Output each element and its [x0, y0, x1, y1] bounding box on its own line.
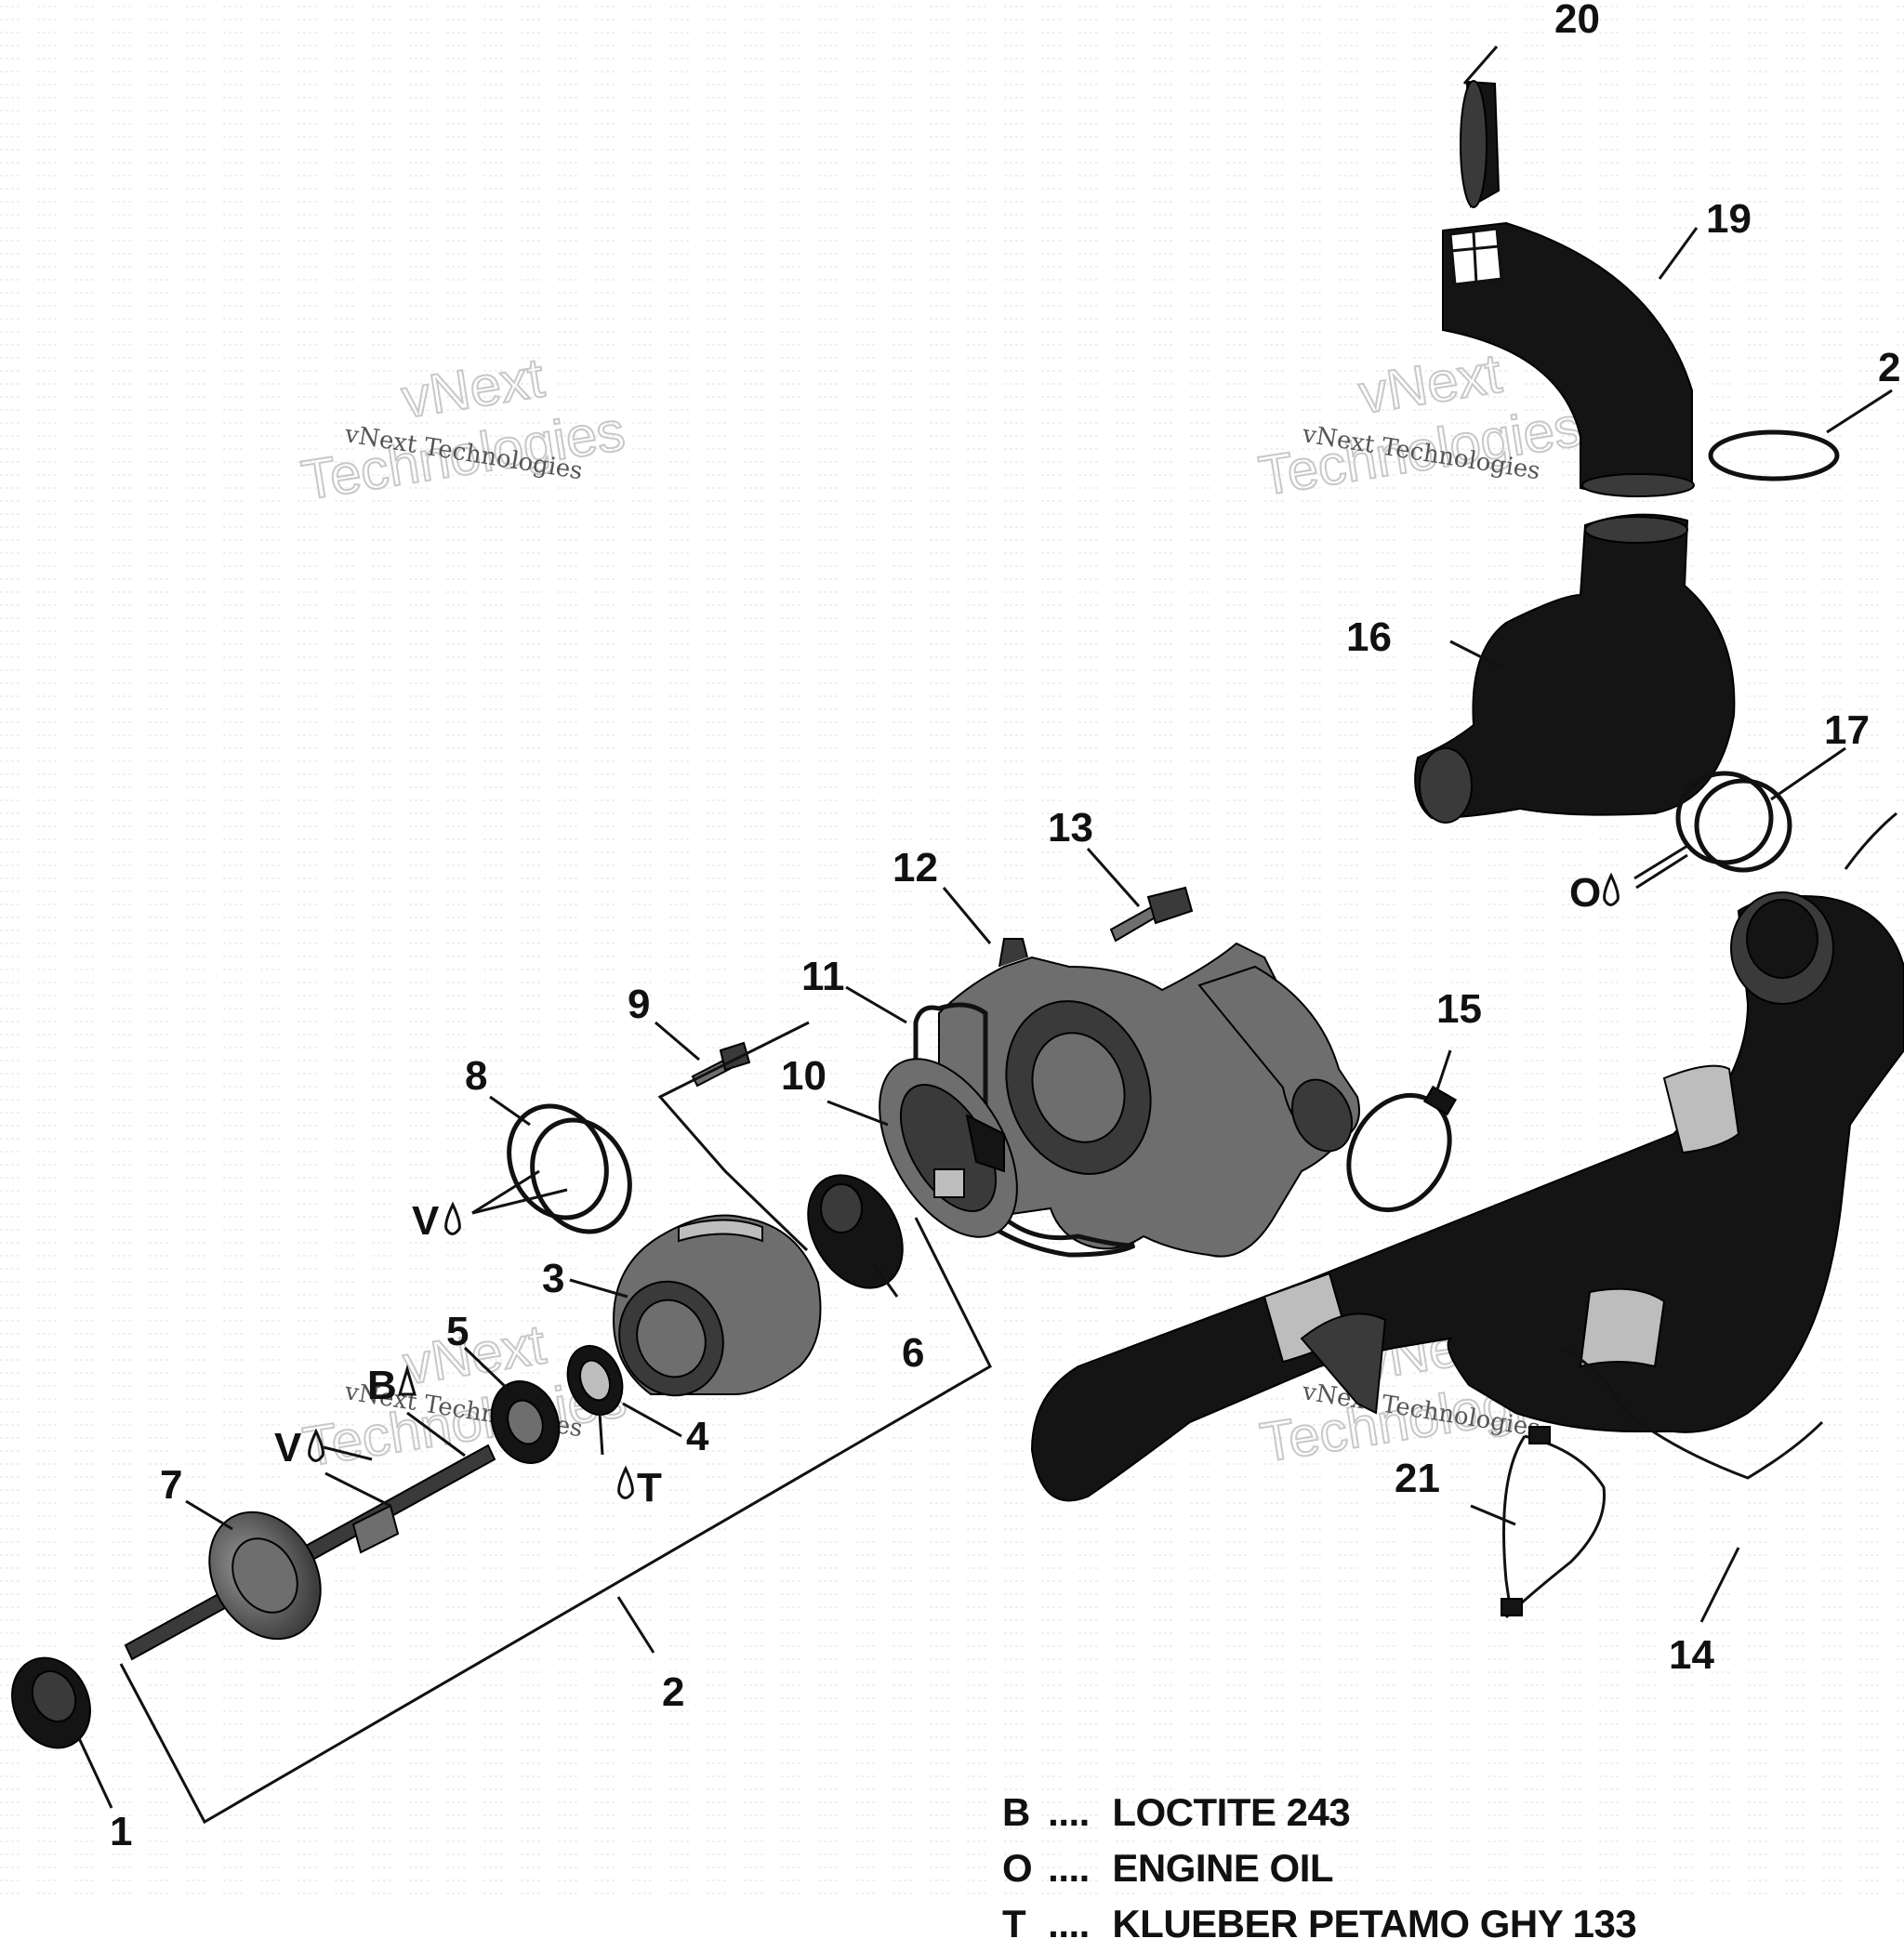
part-6-seal — [807, 1174, 904, 1289]
watermark-2: vNext Technologies — [1254, 341, 1587, 508]
callout-7: 7 — [160, 1462, 182, 1508]
legend-row-klueber: T .... KLUEBER PETAMO GHY 133 — [1002, 1896, 1895, 1952]
part-1-end-seal — [11, 1656, 91, 1749]
part-21-hose-clip — [1501, 1426, 1606, 1619]
part-16-thermostat-housing — [1414, 513, 1736, 824]
legend-code: B — [1002, 1790, 1030, 1834]
callout-17: 17 — [1824, 707, 1870, 753]
note-v-shaft: V — [274, 1425, 324, 1471]
part-15-clamp — [1346, 1085, 1457, 1213]
legend-dots: .... — [1048, 1902, 1090, 1945]
note-t-seal: T — [617, 1465, 662, 1510]
legend-code: T — [1002, 1902, 1026, 1945]
callout-19: 19 — [1706, 196, 1752, 242]
callout-3: 3 — [542, 1256, 564, 1301]
note-v-oring-letter: V — [412, 1198, 440, 1244]
legend-dots: .... — [1048, 1846, 1090, 1890]
callout-21: 21 — [1395, 1456, 1440, 1501]
callout-partial-2: 2 — [1878, 345, 1900, 390]
drop-icon — [617, 1465, 634, 1499]
legend-row-loctite: B .... LOCTITE 243 — [1002, 1785, 1895, 1840]
leader-lines — [77, 46, 1893, 1809]
legend-dots: .... — [1048, 1790, 1090, 1834]
part-spring-clip-partial — [1844, 811, 1897, 870]
part-5-bearing — [490, 1380, 561, 1464]
drop-icon — [444, 1201, 461, 1235]
part-12-pump-housing — [925, 938, 1360, 1258]
part-3-bearing-housing — [612, 1214, 822, 1397]
part-4-seal-ring — [566, 1345, 624, 1416]
note-b-bearing-letter: B — [367, 1363, 397, 1408]
legend-text: ENGINE OIL — [1112, 1846, 1334, 1890]
callout-10: 10 — [781, 1053, 826, 1099]
legend-text: KLUEBER PETAMO GHY 133 — [1112, 1902, 1637, 1945]
callout-20: 20 — [1554, 0, 1600, 42]
callout-16: 16 — [1346, 614, 1392, 660]
callout-labels: 20 19 2 16 17 13 12 11 15 10 9 8 3 6 5 4… — [110, 0, 1900, 1854]
callout-5: 5 — [446, 1309, 469, 1354]
note-t-seal-letter: T — [637, 1465, 662, 1510]
callout-13: 13 — [1048, 805, 1093, 851]
callout-1: 1 — [110, 1809, 132, 1854]
note-o-ring: O — [1569, 870, 1620, 916]
drop-icon — [1603, 872, 1620, 906]
part-17-oring — [1675, 771, 1792, 873]
note-o-ring-letter: O — [1569, 870, 1601, 916]
legend-row-engine-oil: O .... ENGINE OIL — [1002, 1840, 1895, 1896]
part-clamp-right — [1708, 429, 1840, 481]
part-7-shaft-gear — [124, 1444, 496, 1661]
lubricant-legend: B .... LOCTITE 243 O .... ENGINE OIL T .… — [1002, 1785, 1895, 1952]
note-v-shaft-letter: V — [274, 1425, 302, 1471]
callout-4: 4 — [686, 1414, 709, 1459]
legend-code: O — [1002, 1846, 1033, 1890]
callout-11: 11 — [801, 954, 845, 999]
callout-6: 6 — [902, 1330, 924, 1376]
callout-8: 8 — [465, 1053, 487, 1099]
callout-2: 2 — [662, 1669, 684, 1715]
callout-15: 15 — [1436, 986, 1482, 1032]
note-b-bearing: B — [367, 1363, 417, 1408]
exploded-parts-diagram: vNext Technologies vNext Technologies vN… — [0, 0, 1904, 1904]
legend-text: LOCTITE 243 — [1112, 1790, 1351, 1834]
callout-9: 9 — [628, 982, 650, 1027]
part-14-hose-assembly — [1030, 891, 1904, 1502]
note-v-oring: V — [412, 1198, 461, 1244]
part-10-impeller — [879, 1058, 1018, 1238]
part-19-elbow-hose — [1442, 221, 1695, 497]
drop-icon — [308, 1428, 324, 1462]
part-13-bolt — [1109, 886, 1194, 943]
part-20-clamp — [1460, 80, 1501, 208]
callout-14: 14 — [1669, 1632, 1714, 1678]
triangle-icon — [397, 1364, 417, 1396]
lubricant-notes: V V B T O — [274, 870, 1620, 1510]
callout-12: 12 — [892, 845, 938, 890]
assembly-2-bracket — [119, 1021, 992, 1825]
